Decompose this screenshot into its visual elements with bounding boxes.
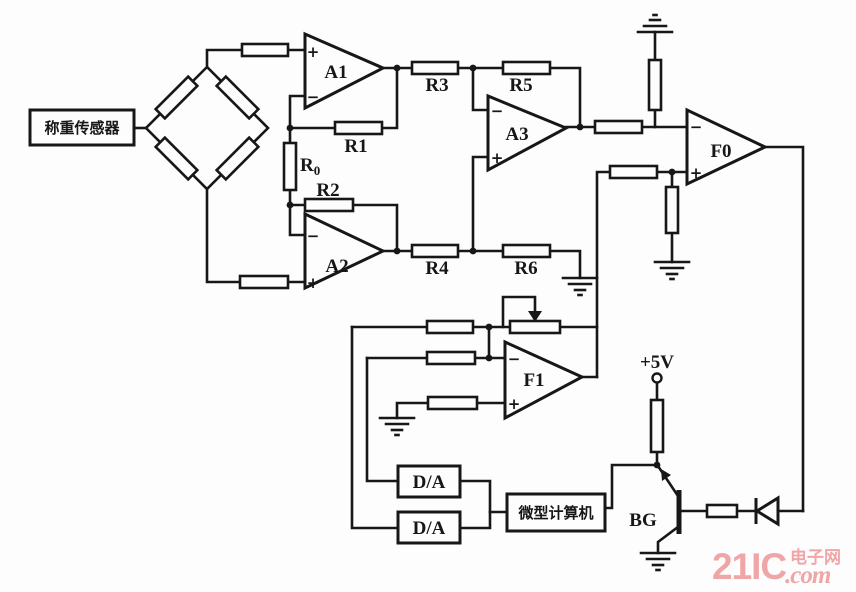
f0-top-ground-resistor xyxy=(647,58,663,112)
potentiometer-wiper-arrow xyxy=(528,311,542,322)
watermark-logo: 21IC 电子网 .com xyxy=(712,546,841,589)
ground-symbol-f0 xyxy=(653,260,691,281)
resistor-r6 xyxy=(501,243,552,259)
wheatstone-bridge xyxy=(144,65,270,191)
da-converter-2: D/A xyxy=(396,510,462,545)
opamp-a3: − + A3 xyxy=(486,93,570,173)
f0-inverting-input-resistor xyxy=(593,119,644,135)
a1-label: A1 xyxy=(324,62,347,83)
resistor-r2 xyxy=(303,197,355,213)
resistor-r4 xyxy=(410,243,460,259)
resistor-r4-label: R4 xyxy=(425,258,449,279)
f0-minus: − xyxy=(690,118,703,136)
potentiometer xyxy=(508,311,562,335)
bridge-arm-resistor xyxy=(153,74,200,121)
supply-terminal: +5V xyxy=(640,352,674,384)
resistor-r3-label: R3 xyxy=(425,75,448,96)
a2-label: A2 xyxy=(325,256,348,277)
opamp-a2: − + A2 xyxy=(303,211,387,292)
resistor-r3 xyxy=(410,60,460,76)
resistor-r1 xyxy=(333,120,384,136)
bridge-arm-resistor xyxy=(214,74,261,121)
a2-minus: − xyxy=(307,227,320,245)
supply-label: +5V xyxy=(640,352,674,373)
a3-minus: − xyxy=(491,102,504,120)
resistor-r0-label: R0 xyxy=(300,155,320,178)
opamp-f1: − + F1 xyxy=(503,339,586,421)
f1-label: F1 xyxy=(523,370,544,391)
watermark-com: .com xyxy=(785,562,831,589)
ground-symbol-r6 xyxy=(561,276,599,297)
wires xyxy=(132,30,805,530)
opamp-f0: − + F0 xyxy=(685,107,769,187)
f1-minus: − xyxy=(508,350,521,368)
f1-noninverting-input-resistor xyxy=(426,395,479,411)
transistor-bg-label: BG xyxy=(629,510,657,531)
bridge-arm-resistor xyxy=(153,135,200,182)
da-converter-1: D/A xyxy=(396,464,462,499)
bridge-arm-resistor xyxy=(214,135,261,182)
resistor-r2-label: R2 xyxy=(316,180,339,201)
transistor-bg: BG xyxy=(629,464,682,555)
a1-plus: + xyxy=(307,43,320,61)
microcomputer-box: 微型计算机 xyxy=(505,492,607,533)
supply-terminal-circle xyxy=(651,372,663,384)
f1-plus: + xyxy=(508,395,521,413)
f0-label: F0 xyxy=(710,141,731,162)
emitter-arrow xyxy=(661,469,671,481)
ground-symbol-top xyxy=(636,13,674,34)
da-converter-1-label: D/A xyxy=(413,472,446,493)
resistor-r0 xyxy=(282,141,298,192)
junction-dots xyxy=(286,64,676,469)
a3-label: A3 xyxy=(505,124,528,145)
f1-inverting-input-resistor xyxy=(425,350,477,366)
watermark-cn: 电子网 xyxy=(790,547,841,568)
a2-plus: + xyxy=(307,274,320,292)
a1-minus: − xyxy=(307,88,320,106)
ground-symbol-bg xyxy=(639,551,677,572)
f0-noninverting-input-resistor xyxy=(608,164,659,180)
microcomputer-label: 微型计算机 xyxy=(517,504,593,522)
resistor-r1-label: R1 xyxy=(344,136,367,157)
diode xyxy=(754,495,780,527)
supply-resistor xyxy=(649,398,665,454)
a3-plus: + xyxy=(491,149,504,167)
bridge-feed-bottom-resistor xyxy=(238,274,290,290)
resistor-r6-label: R6 xyxy=(514,258,537,279)
bridge-feed-top-resistor xyxy=(240,42,290,58)
da-converter-2-label: D/A xyxy=(413,518,446,539)
watermark-number: 21IC xyxy=(712,546,786,587)
ground-symbol-f1 xyxy=(378,416,416,437)
resistor-r5 xyxy=(501,60,552,76)
f1-feedback-resistor xyxy=(425,319,475,335)
base-resistor xyxy=(705,503,739,519)
opamp-a1: + − A1 xyxy=(303,31,387,111)
f0-plus: + xyxy=(690,164,703,182)
f0-noninverting-ground-resistor xyxy=(664,185,680,235)
resistor-r5-label: R5 xyxy=(509,75,532,96)
sensor-box-label: 称重传感器 xyxy=(44,119,120,137)
sensor-box: 称重传感器 xyxy=(28,108,136,147)
